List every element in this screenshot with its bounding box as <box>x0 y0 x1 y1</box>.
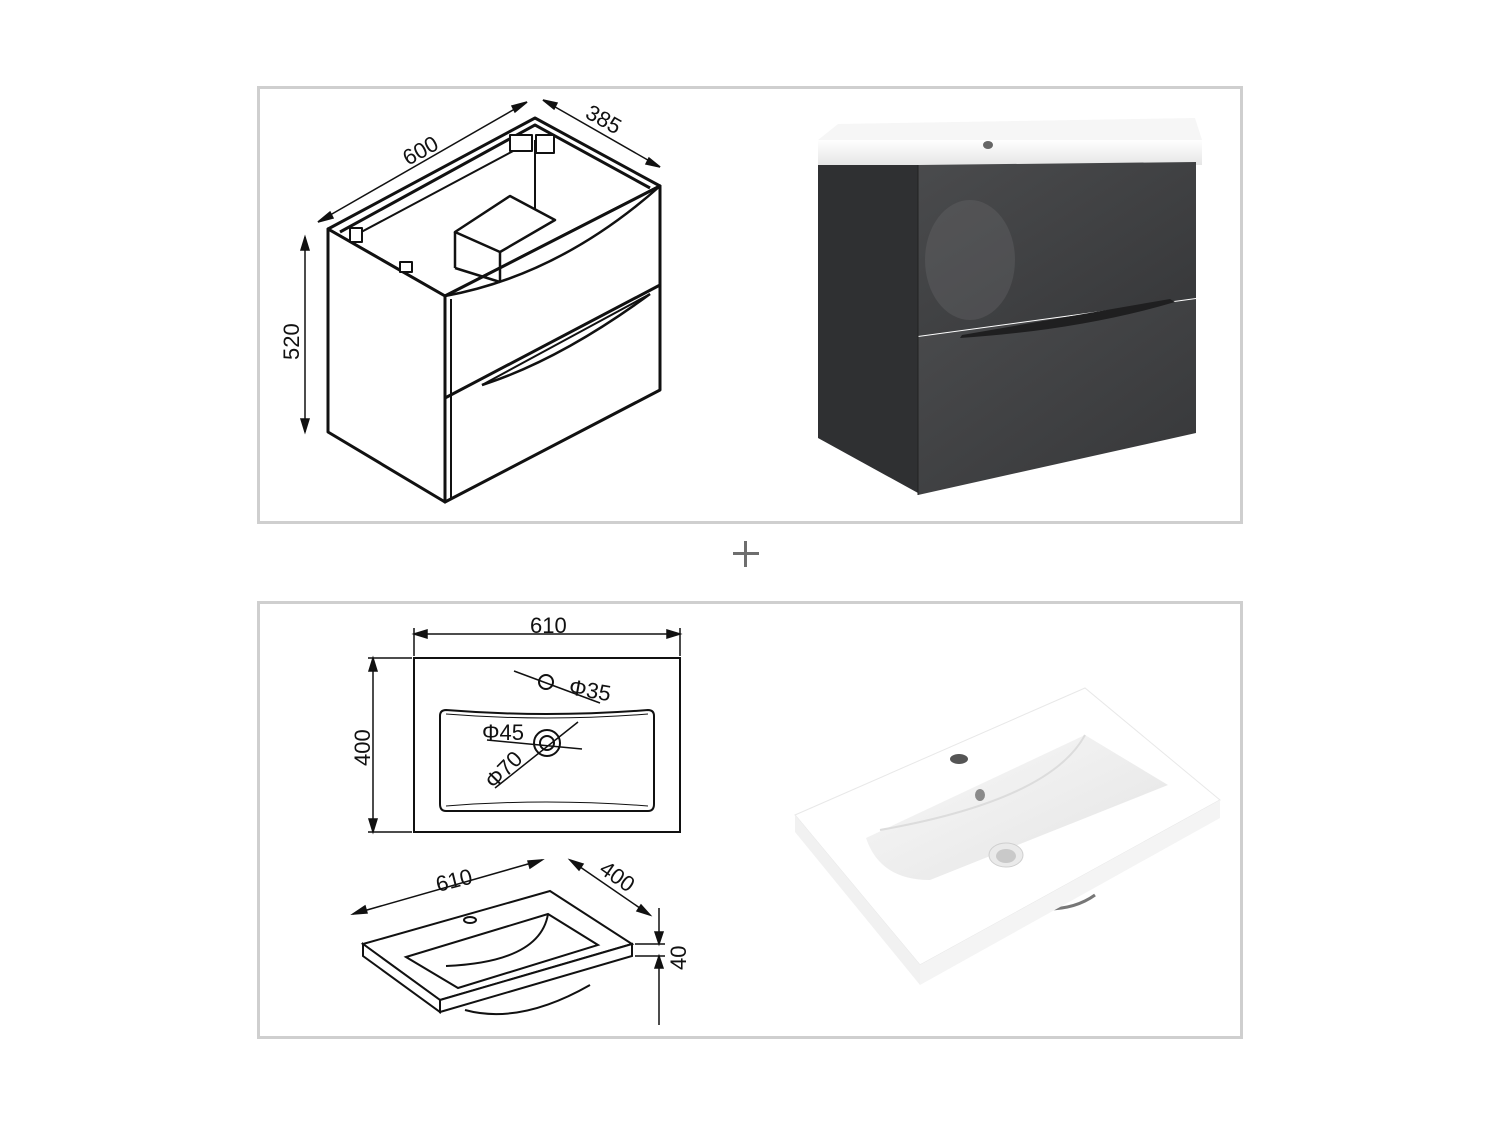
cabinet-height-label: 520 <box>279 323 304 360</box>
basin-thickness-label: 40 <box>666 946 691 970</box>
basin-top-width-label: 610 <box>530 613 567 638</box>
drain-inner-diameter-label: Φ45 <box>482 720 524 745</box>
basin-top-depth-label: 400 <box>350 729 375 766</box>
plus-icon <box>733 541 759 567</box>
